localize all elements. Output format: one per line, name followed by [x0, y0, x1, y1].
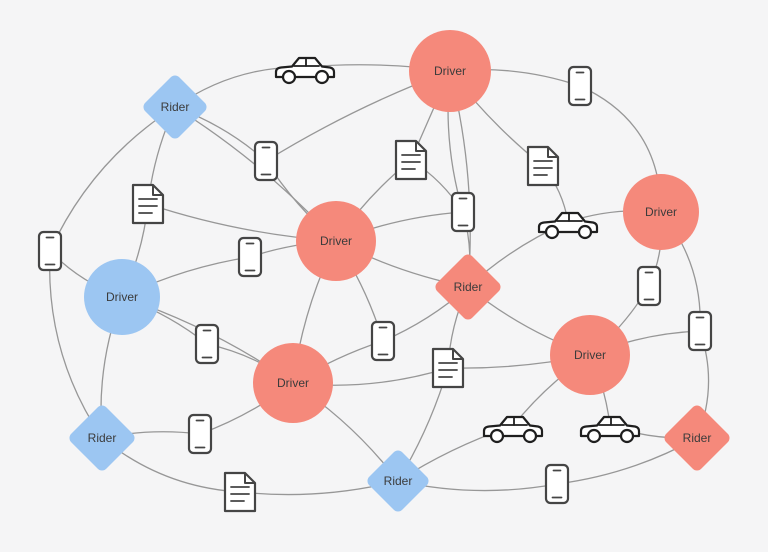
node-label: Driver: [106, 290, 138, 304]
phone-icon[interactable]: [450, 191, 476, 233]
document-icon[interactable]: [223, 471, 257, 513]
car-icon[interactable]: [274, 56, 336, 85]
node-shape[interactable]: [623, 174, 699, 250]
rider-node[interactable]: Rider: [141, 73, 209, 141]
driver-node[interactable]: Driver: [296, 201, 376, 281]
phone-icon[interactable]: [687, 310, 713, 352]
node-label: Driver: [645, 205, 677, 219]
node-label: Rider: [161, 100, 190, 114]
phone-icon[interactable]: [544, 463, 570, 505]
node-label: Rider: [683, 431, 712, 445]
document-icon[interactable]: [131, 183, 165, 225]
driver-node[interactable]: Driver: [409, 30, 491, 112]
driver-node[interactable]: Driver: [623, 174, 699, 250]
document-icon[interactable]: [394, 139, 428, 181]
document-icon[interactable]: [526, 145, 560, 187]
document-icon[interactable]: [431, 347, 465, 389]
rider-node[interactable]: Rider: [365, 448, 431, 514]
node-label: Driver: [320, 234, 352, 248]
node-label: Rider: [384, 474, 413, 488]
phone-icon[interactable]: [187, 413, 213, 455]
node-label: Driver: [277, 376, 309, 390]
phone-icon[interactable]: [194, 323, 220, 365]
node-shape[interactable]: [141, 73, 209, 141]
node-shape[interactable]: [67, 403, 137, 473]
icons-layer: [37, 56, 713, 513]
phone-icon[interactable]: [237, 236, 263, 278]
phone-icon[interactable]: [37, 230, 63, 272]
edge-R1-P4: [49, 106, 176, 252]
node-label: Driver: [574, 348, 606, 362]
nodes-layer: DriverDriverDriverDriverDriverDriverRide…: [67, 30, 732, 514]
node-shape[interactable]: [662, 403, 732, 473]
driver-node[interactable]: Driver: [84, 259, 160, 335]
rider-node[interactable]: Rider: [67, 403, 137, 473]
node-shape[interactable]: [550, 315, 630, 395]
driver-node[interactable]: Driver: [550, 315, 630, 395]
car-icon[interactable]: [537, 211, 599, 240]
node-shape[interactable]: [365, 448, 431, 514]
node-label: Rider: [88, 431, 117, 445]
driver-node[interactable]: Driver: [253, 343, 333, 423]
phone-icon[interactable]: [567, 65, 593, 107]
node-shape[interactable]: [296, 201, 376, 281]
phone-icon[interactable]: [636, 265, 662, 307]
node-shape[interactable]: [409, 30, 491, 112]
node-shape[interactable]: [253, 343, 333, 423]
node-label: Driver: [434, 64, 466, 78]
phone-icon[interactable]: [370, 320, 396, 362]
rider-node[interactable]: Rider: [662, 403, 732, 473]
node-shape[interactable]: [433, 252, 503, 322]
car-icon[interactable]: [579, 415, 641, 444]
car-icon[interactable]: [482, 415, 544, 444]
rider-node[interactable]: Rider: [433, 252, 503, 322]
phone-icon[interactable]: [253, 140, 279, 182]
node-label: Rider: [454, 280, 483, 294]
node-shape[interactable]: [84, 259, 160, 335]
